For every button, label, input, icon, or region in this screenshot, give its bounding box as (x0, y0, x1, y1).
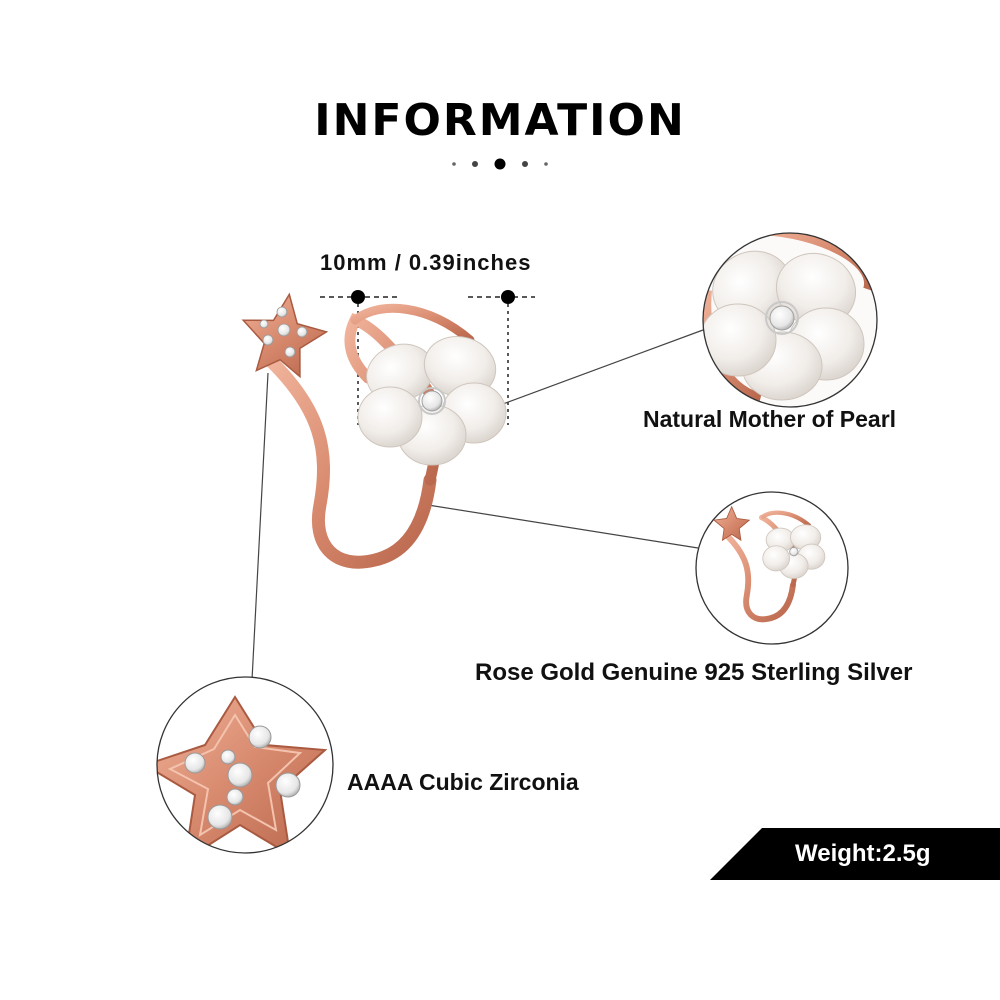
callout-lines (251, 329, 704, 681)
dimension-dot-left (351, 290, 365, 304)
feature-pearl-label: Natural Mother of Pearl (643, 406, 897, 432)
dimension-dot-right (501, 290, 515, 304)
detail-circle-silver (695, 491, 849, 645)
detail-circle-zirconia (156, 676, 334, 854)
feature-silver-label: Rose Gold Genuine 925 Sterling Silver (475, 659, 913, 686)
feature-zirconia-label: AAAA Cubic Zirconia (347, 769, 579, 795)
dimension-label: 10mm / 0.39inches (320, 250, 532, 275)
page-title: INFORMATION (314, 95, 686, 146)
detail-circle-pearl (702, 232, 878, 408)
title-divider-dots (452, 158, 548, 170)
ring-main (241, 292, 507, 569)
weight-badge: Weight:2.5g (710, 828, 1000, 880)
weight-label: Weight:2.5g (795, 840, 931, 867)
